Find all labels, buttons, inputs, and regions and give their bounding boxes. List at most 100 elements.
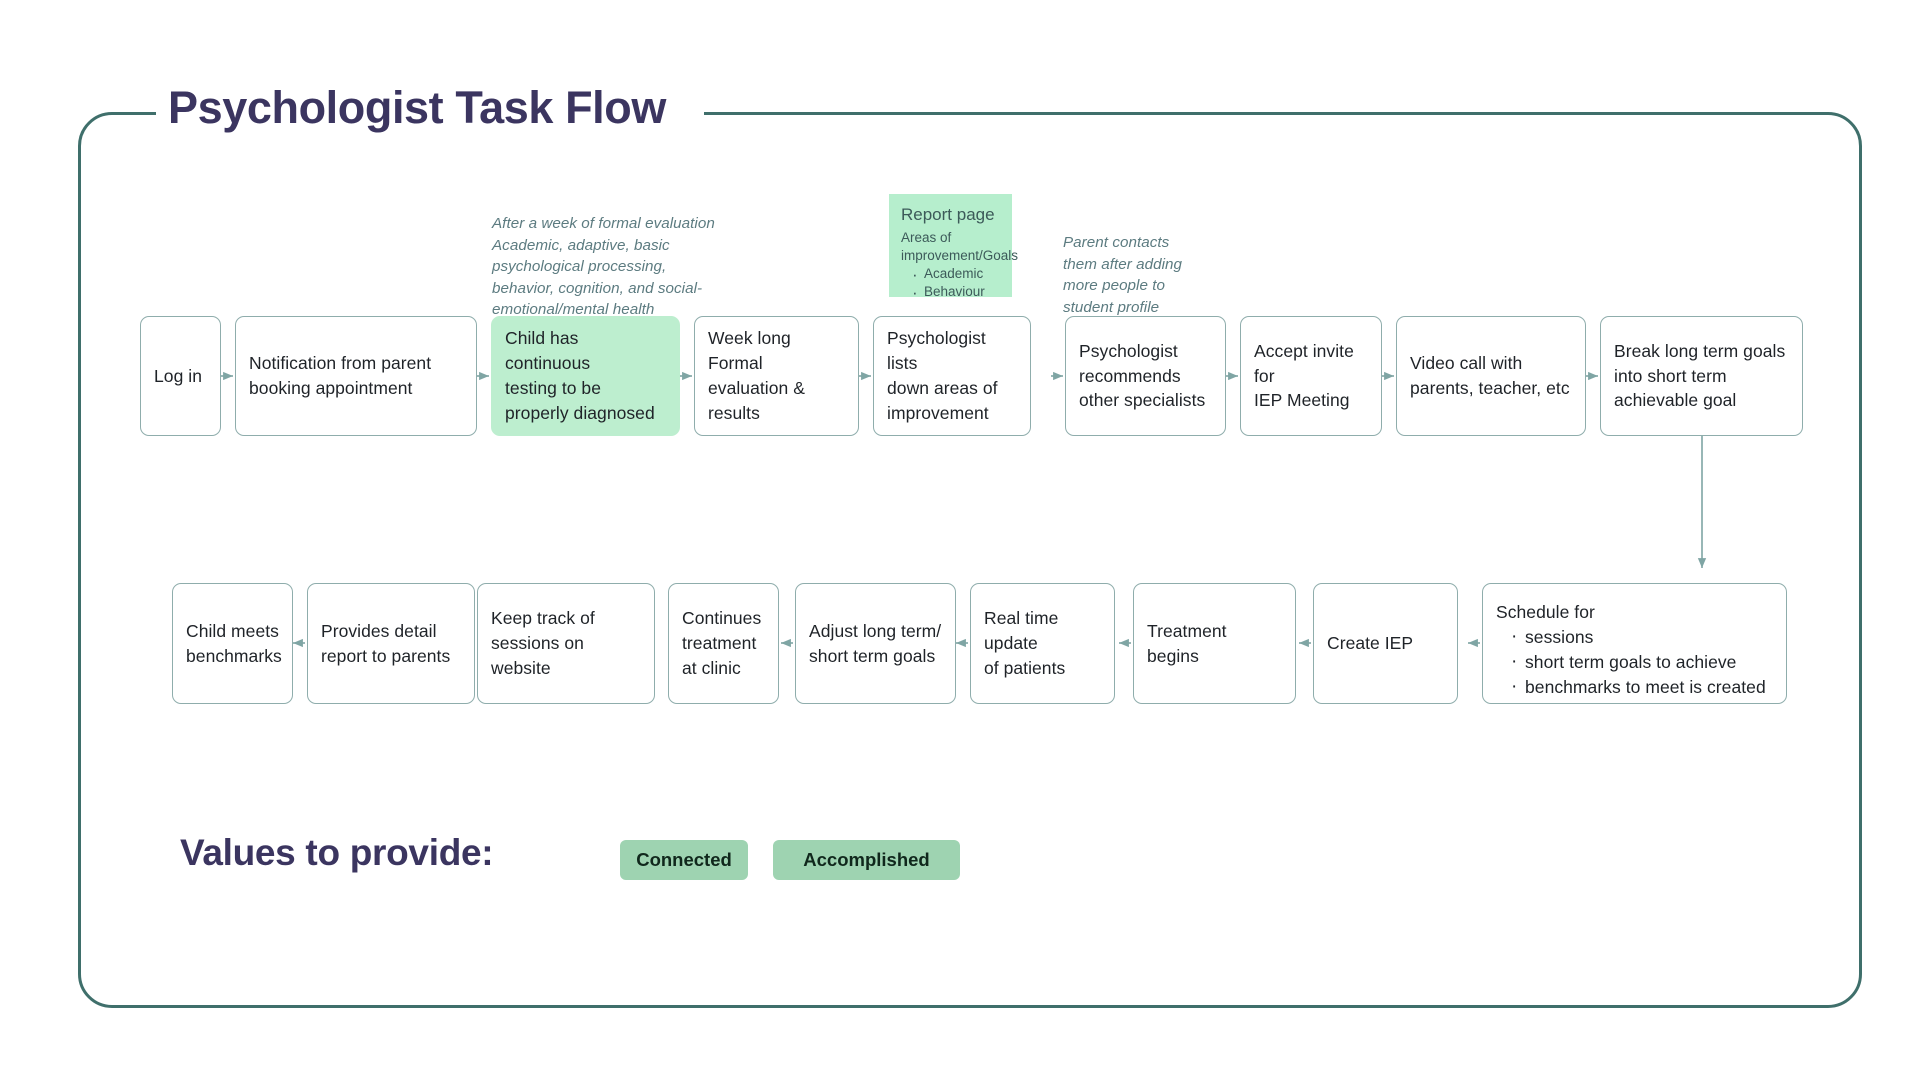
node-continues-treatment-at-clinic[interactable]: Continues treatment at clinic [668, 583, 779, 704]
node-log-in[interactable]: Log in [140, 316, 221, 436]
node-line: of patients [984, 657, 1066, 678]
report-page-note: Report page Areas of improvement/Goals A… [889, 194, 1019, 304]
node-line: into short term [1614, 365, 1727, 386]
node-text: Provides detail report to parents [321, 619, 450, 669]
node-text: Child meets benchmarks [186, 619, 282, 669]
node-line: Notification from parent [249, 353, 432, 374]
node-notification-from-parent[interactable]: Notification from parent booking appoint… [235, 316, 477, 436]
node-line: Create IEP [1327, 633, 1414, 654]
node-text: Log in [154, 364, 202, 389]
node-line: recommends [1079, 365, 1181, 386]
node-line: Log in [154, 365, 202, 386]
node-line: treatment [682, 633, 757, 654]
note-item-list: Academic Behaviour [901, 263, 1000, 305]
annotation-line: After a week of formal evaluation [492, 215, 715, 232]
node-text: Continues treatment at clinic [682, 606, 761, 681]
schedule-item: short term goals to achieve [1511, 649, 1766, 676]
node-line: Psychologist [1079, 340, 1178, 361]
node-text: Schedule for sessions short term goals t… [1496, 600, 1766, 701]
node-line: Keep track of [491, 608, 595, 629]
note-item: Academic [911, 263, 1000, 286]
schedule-item: sessions [1511, 624, 1766, 651]
node-real-time-update[interactable]: Real time update of patients [970, 583, 1115, 704]
node-line: Child has continuous [505, 328, 591, 374]
badge-accomplished[interactable]: Accomplished [773, 840, 960, 880]
node-line: improvement [887, 402, 989, 423]
node-line: Treatment begins [1147, 620, 1227, 666]
node-text: Notification from parent booking appoint… [249, 351, 431, 401]
note-item: Behaviour [911, 281, 1000, 304]
schedule-item-list: sessions short term goals to achieve ben… [1496, 624, 1766, 701]
node-text: Accept invite for IEP Meeting [1254, 339, 1368, 414]
node-line: short term goals [809, 645, 936, 666]
evaluation-annotation: After a week of formal evaluation Academ… [492, 213, 722, 321]
annotation-line: Parent contacts [1063, 234, 1170, 251]
node-line: properly diagnosed [505, 402, 655, 423]
node-text: Create IEP [1327, 631, 1413, 656]
node-child-continuous-testing[interactable]: Child has continuous testing to be prope… [491, 316, 680, 436]
node-line: Psychologist lists [887, 328, 986, 374]
schedule-item: benchmarks to meet is created [1511, 674, 1766, 701]
node-psychologist-recommends-specialists[interactable]: Psychologist recommends other specialist… [1065, 316, 1226, 436]
node-line: other specialists [1079, 390, 1206, 411]
values-to-provide-label: Values to provide: [180, 832, 494, 873]
node-text: Real time update of patients [984, 606, 1101, 681]
node-line: achievable goal [1614, 390, 1737, 411]
node-line: sessions on website [491, 633, 584, 678]
node-line: Break long term goals [1614, 340, 1786, 361]
node-break-long-term-goals[interactable]: Break long term goals into short term ac… [1600, 316, 1803, 436]
node-psychologist-lists-areas[interactable]: Psychologist lists down areas of improve… [873, 316, 1031, 436]
node-adjust-goals[interactable]: Adjust long term/ short term goals [795, 583, 956, 704]
node-line: booking appointment [249, 378, 413, 398]
note-subtitle: Areas of improvement/Goals [901, 230, 1019, 263]
node-line: report to parents [321, 645, 451, 666]
node-keep-track-of-sessions[interactable]: Keep track of sessions on website [477, 583, 655, 704]
node-text: Psychologist lists down areas of improve… [887, 326, 1017, 425]
annotation-line: student profile [1063, 298, 1160, 316]
node-line: evaluation & results [708, 378, 805, 423]
node-treatment-begins[interactable]: Treatment begins [1133, 583, 1296, 704]
node-video-call-parents[interactable]: Video call with parents, teacher, etc [1396, 316, 1586, 436]
node-line: Week long Formal [708, 328, 791, 374]
node-line: Continues [682, 608, 762, 629]
node-text: Break long term goals into short term ac… [1614, 339, 1785, 414]
page-title: Psychologist Task Flow [168, 82, 666, 133]
node-line: Child meets [186, 620, 279, 641]
node-line: testing to be [505, 378, 601, 398]
node-line: IEP Meeting [1254, 390, 1350, 411]
parent-contacts-annotation: Parent contacts them after adding more p… [1063, 232, 1243, 318]
node-line: Adjust long term/ [809, 620, 942, 641]
node-line: Real time update [984, 608, 1059, 654]
node-provides-detail-report[interactable]: Provides detail report to parents [307, 583, 475, 704]
node-child-meets-benchmarks[interactable]: Child meets benchmarks [172, 583, 293, 704]
diagram-frame [78, 112, 1862, 1008]
node-schedule-for[interactable]: Schedule for sessions short term goals t… [1482, 583, 1787, 704]
annotation-line: them after adding [1063, 255, 1183, 273]
node-text: Child has continuous testing to be prope… [505, 326, 666, 425]
node-text: Video call with parents, teacher, etc [1410, 351, 1570, 401]
annotation-line: psychological processing, [492, 258, 667, 276]
node-line: parents, teacher, etc [1410, 378, 1570, 398]
annotation-line: behavior, cognition, and social- [492, 279, 703, 297]
node-text: Adjust long term/ short term goals [809, 619, 941, 669]
node-create-iep[interactable]: Create IEP [1313, 583, 1458, 704]
node-line: benchmarks [186, 645, 282, 666]
node-text: Keep track of sessions on website [491, 606, 641, 681]
note-title: Report page [901, 205, 995, 224]
badge-connected[interactable]: Connected [620, 840, 748, 880]
node-text: Week long Formal evaluation & results [708, 326, 845, 425]
node-line: down areas of [887, 378, 998, 398]
annotation-line: emotional/mental health [492, 301, 655, 319]
schedule-title: Schedule for [1496, 602, 1595, 622]
annotation-line: Academic, adaptive, basic [492, 236, 670, 254]
node-text: Psychologist recommends other specialist… [1079, 339, 1205, 414]
node-line: Accept invite for [1254, 340, 1354, 386]
node-text: Treatment begins [1147, 619, 1282, 669]
node-accept-invite-iep[interactable]: Accept invite for IEP Meeting [1240, 316, 1382, 436]
annotation-line: more people to [1063, 277, 1166, 295]
title-border-gap [156, 92, 704, 136]
node-line: Provides detail [321, 620, 437, 641]
node-week-long-formal-evaluation[interactable]: Week long Formal evaluation & results [694, 316, 859, 436]
